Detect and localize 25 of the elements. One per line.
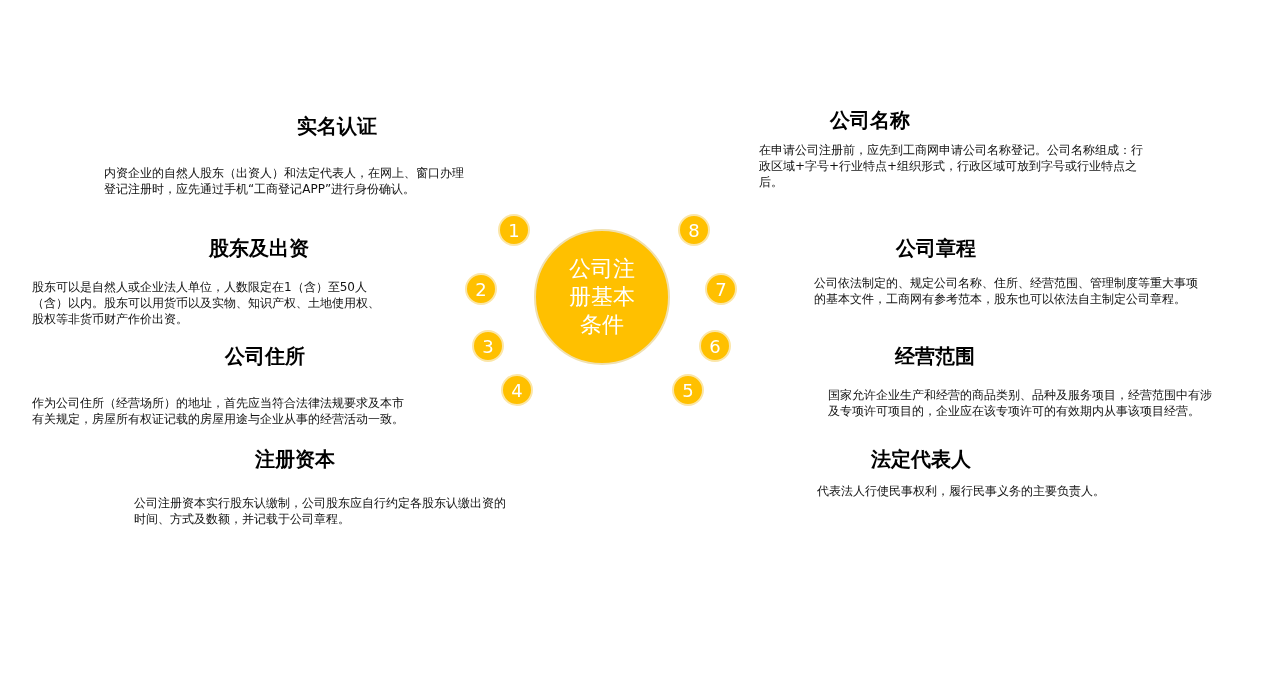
number-badge: 1: [498, 214, 530, 246]
section-heading: 法定代表人: [871, 446, 971, 473]
number-badge: 7: [705, 273, 737, 305]
description-text: 公司注册资本实行股东认缴制，公司股东应自行约定各股东认缴出资的时间、方式及数额，并记载于公司章程。: [134, 495, 507, 527]
description-text: 在申请公司注册前，应先到工商网申请公司名称登记。公司名称组成：行政区域+字号+行业特点+组织形式，行政区域可放到字号或行业特点之后。: [759, 142, 1143, 190]
description-text: 股东可以是自然人或企业法人单位，人数限定在1（含）至50人（含）以内。股东可以用货币以及实物、知识产权、土地使用权、股权等非货币财产作价出资。: [32, 279, 381, 327]
description-text: 代表法人行使民事权利，履行民事义务的主要负责人。: [817, 483, 1106, 499]
center-circle: 公司注册基本条件: [534, 229, 670, 365]
section-heading: 注册资本: [255, 446, 335, 473]
section-heading: 股东及出资: [209, 235, 309, 262]
number-badge: 2: [465, 273, 497, 305]
section-heading: 公司名称: [830, 107, 910, 134]
section-heading: 实名认证: [297, 113, 377, 140]
number-badge: 6: [699, 330, 731, 362]
number-badge: 4: [501, 374, 533, 406]
section-heading: 经营范围: [895, 343, 975, 370]
number-badge: 8: [678, 214, 710, 246]
description-text: 国家允许企业生产和经营的商品类别、品种及服务项目，经营范围中有涉及专项许可项目的，企业应在该专项许可的有效期内从事该项目经营。: [828, 387, 1213, 419]
description-text: 公司依法制定的、规定公司名称、住所、经营范围、管理制度等重大事项的基本文件，工商网有参考范本，股东也可以依法自主制定公司章程。: [814, 275, 1199, 307]
number-badge: 5: [672, 374, 704, 406]
section-heading: 公司章程: [896, 235, 976, 262]
description-text: 内资企业的自然人股东（出资人）和法定代表人，在网上、窗口办理登记注册时，应先通过手机“工商登记APP”进行身份确认。: [104, 165, 465, 197]
number-badge: 3: [472, 330, 504, 362]
description-text: 作为公司住所（经营场所）的地址，首先应当符合法律法规要求及本市有关规定，房屋所有权证记载的房屋用途与企业从事的经营活动一致。: [32, 395, 405, 427]
section-heading: 公司住所: [225, 343, 305, 370]
